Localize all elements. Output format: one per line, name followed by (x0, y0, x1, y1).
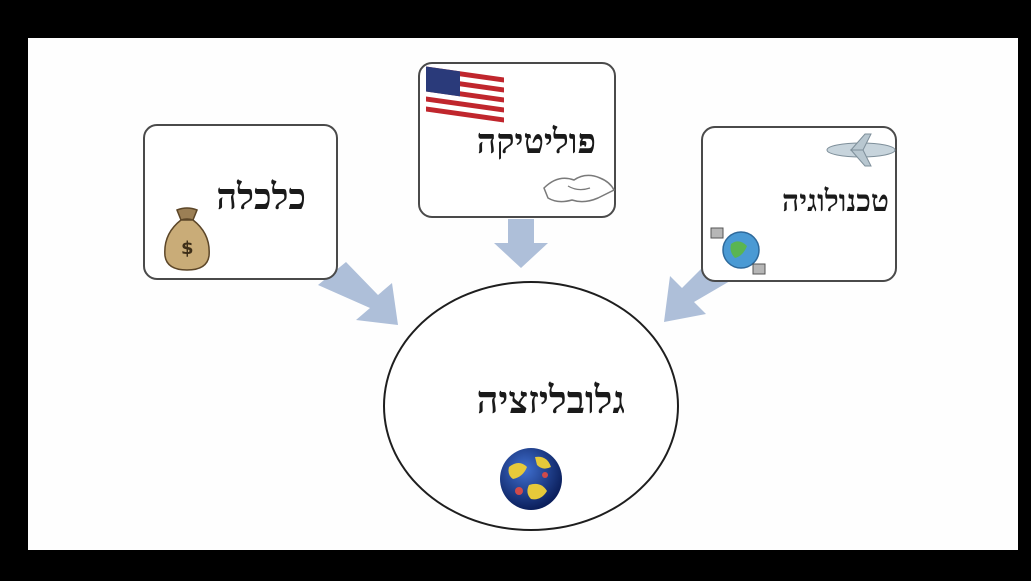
svg-text:$: $ (181, 238, 194, 259)
politics-box: פוליטיקה (418, 62, 616, 218)
handshake-icon (543, 174, 616, 203)
globe-icon (500, 448, 562, 510)
technology-label: טכנולוגיה (782, 184, 889, 219)
economy-label: כלכלה (216, 176, 306, 218)
politics-label: פוליטיקה (476, 122, 596, 162)
economy-box: כלכלה $ (143, 124, 338, 280)
arrow-politics-to-globalization (494, 219, 548, 268)
us-flag-icon (426, 66, 504, 124)
globalization-circle: גלובליזציה (383, 281, 679, 531)
technology-box: טכנולוגיה (701, 126, 897, 282)
globe-network-icon (710, 227, 766, 275)
arrow-economy-to-globalization (318, 262, 398, 325)
globalization-label: גלובליזציה (476, 377, 625, 422)
airplane-icon (826, 133, 896, 167)
money-bag-icon: $ (164, 207, 210, 271)
